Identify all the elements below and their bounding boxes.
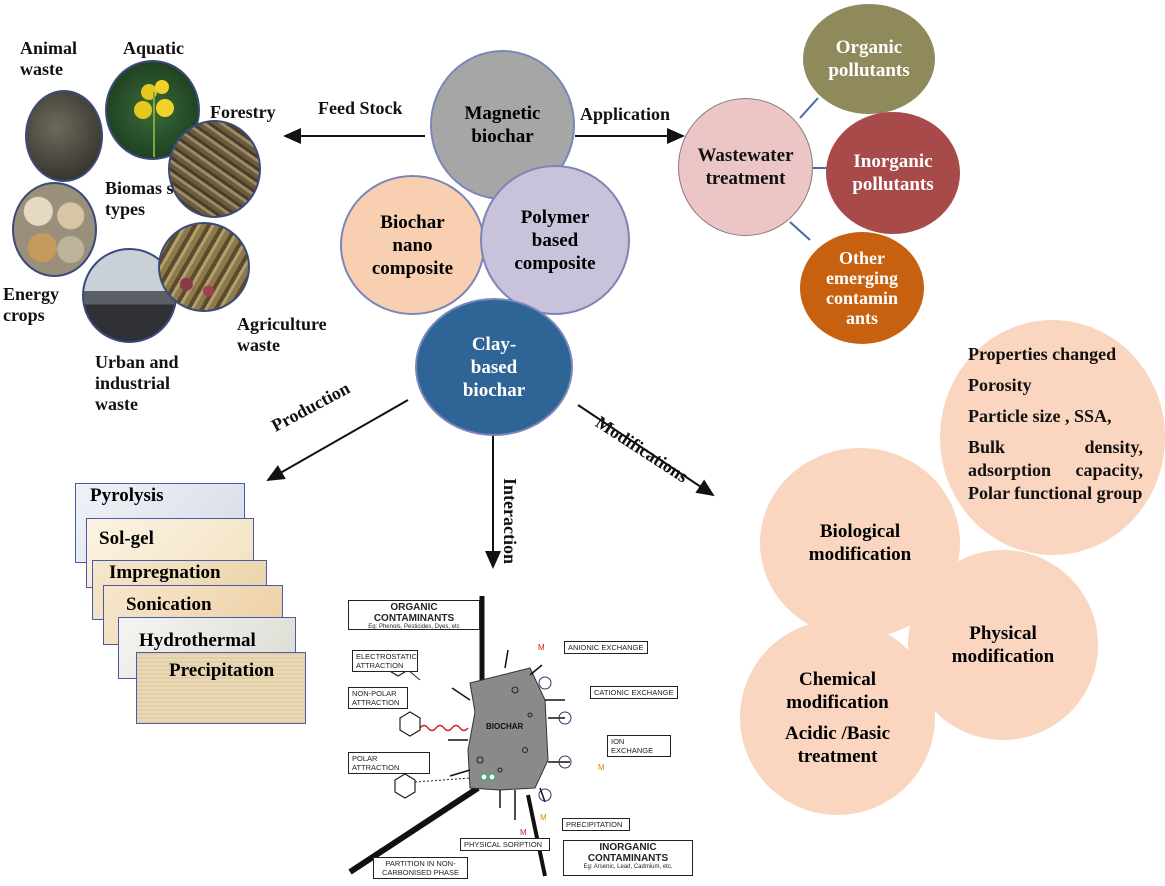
feedstock-label: Feed Stock <box>318 98 403 118</box>
wastewater-circle: Wastewater treatment <box>678 98 813 236</box>
organic-contaminants-title: ORGANIC CONTAMINANTS <box>373 602 455 624</box>
polar-box: POLAR ATTRACTION <box>348 752 430 774</box>
biochar-core-label: BIOCHAR <box>486 722 524 731</box>
biomass-types-label: Biomas s types <box>105 178 174 219</box>
property-particle-size: Particle size , SSA, <box>968 406 1112 426</box>
svg-text:M: M <box>520 828 527 837</box>
polymer-composite-circle: Polymer based composite <box>480 165 630 315</box>
magnetic-biochar-label: Magnetic biochar <box>464 103 541 147</box>
wastewater-label: Wastewater treatment <box>697 145 794 189</box>
forestry-photo <box>168 120 261 218</box>
pyrolysis-label: Pyrolysis <box>90 485 164 506</box>
biochar-particle <box>467 667 549 791</box>
inorganic-pollutants-label: Inorganic pollutants <box>852 151 934 195</box>
energy-crops-label: Energy crops <box>3 284 59 325</box>
partition-box: PARTITION IN NON-CARBONISED PHASE <box>373 857 468 879</box>
clay-biochar-label: Clay-based biochar <box>462 333 526 401</box>
application-label: Application <box>580 104 671 124</box>
electrostatic-box: ELECTROSTATIC ATTRACTION <box>352 650 418 672</box>
connector-organic <box>799 97 819 119</box>
physical-sorption-box: PHYSICAL SORPTION <box>460 838 550 851</box>
energy-crops-photo <box>12 182 97 277</box>
organic-pollutants-label: Organic pollutants <box>828 37 910 81</box>
chemical-label: Chemical modification <box>786 668 889 713</box>
precipitation-label: Precipitation <box>169 660 275 681</box>
emerging-contaminants-label: Other emerging contamin ants <box>826 248 898 328</box>
benzene-ring-3 <box>394 773 416 799</box>
production-arrow <box>266 399 409 481</box>
property-porosity: Porosity <box>968 375 1032 395</box>
inorganic-contaminants-title: INORGANIC CONTAMINANTS <box>587 842 669 864</box>
cationic-exchange-box: CATIONIC EXCHANGE <box>590 686 678 699</box>
hydrothermal-label: Hydrothermal <box>139 630 256 651</box>
properties-list: Properties changed Porosity Particle siz… <box>968 343 1143 505</box>
nonpolar-wave <box>419 724 469 732</box>
precipitation-mech-box: PRECIPITATION <box>562 818 630 831</box>
biological-label: Biological modification <box>808 521 912 565</box>
emerging-contaminants-circle: Other emerging contamin ants <box>800 232 924 344</box>
solgel-label: Sol-gel <box>99 528 154 549</box>
frame-line-bottom <box>348 785 480 875</box>
nano-composite-circle: Biochar nano composite <box>340 175 485 315</box>
organic-contaminants-sub: Eg: Phenols, Pesticides, Dyes, etc <box>368 624 460 630</box>
nonpolar-box: NON-POLAR ATTRACTION <box>348 687 408 709</box>
agriculture-photo <box>158 222 250 312</box>
svg-text:M: M <box>598 763 605 772</box>
physical-circle: Physical modification <box>908 550 1098 740</box>
properties-title: Properties changed <box>968 344 1117 364</box>
chemical-circle: Chemical modification Acidic /Basic trea… <box>740 620 935 815</box>
chemical-sub-label: Acidic /Basic treatment <box>784 722 891 767</box>
organic-contaminants-box: ORGANIC CONTAMINANTS Eg: Phenols, Pestic… <box>348 600 480 630</box>
inorganic-contaminants-box: INORGANIC CONTAMINANTS Eg: Arsenic, Lead… <box>563 840 693 876</box>
forestry-label: Forestry <box>210 102 276 122</box>
urban-industrial-label: Urban and industrial waste <box>95 352 179 414</box>
svg-text:M: M <box>538 643 545 652</box>
modifications-arrow <box>577 404 715 497</box>
properties-circle <box>940 320 1165 555</box>
aquatic-plant-icon <box>134 80 174 157</box>
clay-biochar-circle: Clay-based biochar <box>415 298 573 436</box>
sonication-label: Sonication <box>126 594 212 615</box>
polymer-composite-label: Polymer based composite <box>514 206 596 274</box>
agriculture-waste-label: Agriculture waste <box>237 314 327 355</box>
precipitation-card: Precipitation <box>136 652 306 724</box>
anionic-exchange-box: ANIONIC EXCHANGE <box>564 641 648 654</box>
magnetic-biochar-circle: Magnetic biochar <box>430 50 575 200</box>
animal-waste-photo <box>25 90 103 182</box>
connector-emerging <box>789 221 811 241</box>
organic-pollutants-circle: Organic pollutants <box>803 4 935 114</box>
inorganic-contaminants-sub: Eg: Arsenic, Lead, Cadmium, etc. <box>583 864 673 870</box>
aquatic-label: Aquatic <box>123 38 185 58</box>
benzene-ring-2 <box>399 711 421 737</box>
impregnation-label: Impregnation <box>109 562 221 583</box>
property-bulk-density: Bulk density, adsorption capacity, Polar… <box>968 437 1143 503</box>
physical-label: Physical modification <box>951 623 1055 667</box>
ion-exchange-box: ION EXCHANGE <box>607 735 671 757</box>
inorganic-pollutants-circle: Inorganic pollutants <box>826 112 960 234</box>
frame-line-right <box>526 794 547 877</box>
nano-composite-label: Biochar nano composite <box>371 211 454 279</box>
svg-text:M: M <box>540 813 547 822</box>
animal-waste-label: Animal waste <box>20 38 78 79</box>
